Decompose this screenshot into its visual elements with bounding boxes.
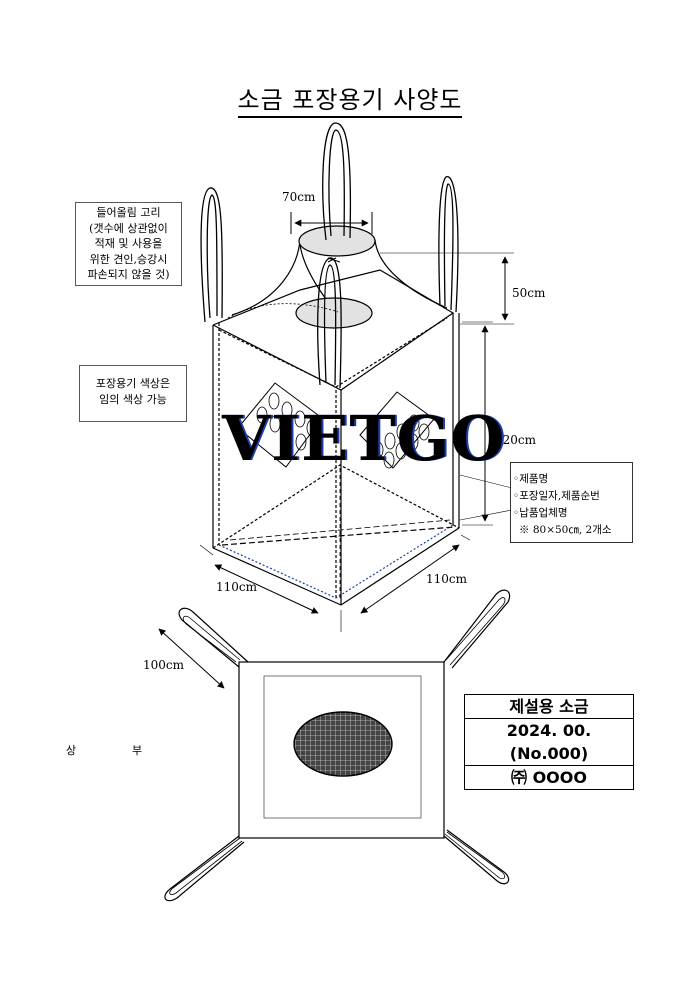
dimension-lines — [199, 212, 514, 632]
dim-spout-width: 70cm — [282, 190, 316, 204]
label-info-box: ◦제품명 ◦포장일자,제품순번 ◦납품업체명 ※ 80×50㎝, 2개소 — [510, 462, 633, 543]
dim-body-height: 120cm — [495, 433, 537, 447]
lifting-loops — [200, 122, 459, 389]
label-product-name: 제설용 소금 — [465, 695, 633, 719]
product-label-table: 제설용 소금 2024. 00. (No.000) ㈜ OOOO — [464, 694, 634, 790]
color-note: 포장용기 색상은 임의 색상 가능 — [79, 365, 187, 422]
label-company: ㈜ OOOO — [511, 767, 587, 787]
label-date: 2024. 00. — [506, 720, 592, 740]
plan-view — [158, 589, 511, 902]
dim-top-height: 50cm — [512, 286, 546, 300]
top-view-label-2: 부 — [132, 744, 143, 757]
label-number: (No.000) — [465, 742, 633, 766]
top-spout — [227, 225, 448, 329]
top-view-label-1: 상 — [66, 744, 77, 757]
lifting-loop-note: 들어올림 고리 (갯수에 상관없이 적재 및 사용을 위한 견인,승강시 파손되… — [75, 202, 182, 286]
page-title: 소금 포장용기 사양도 — [0, 80, 700, 118]
vietgo-watermark: VIETGO — [222, 402, 506, 475]
print-panels — [237, 382, 435, 469]
dim-base-left: 110cm — [216, 580, 258, 594]
dim-loop-length: 100cm — [143, 658, 185, 672]
dim-base-right: 110cm — [426, 572, 468, 586]
